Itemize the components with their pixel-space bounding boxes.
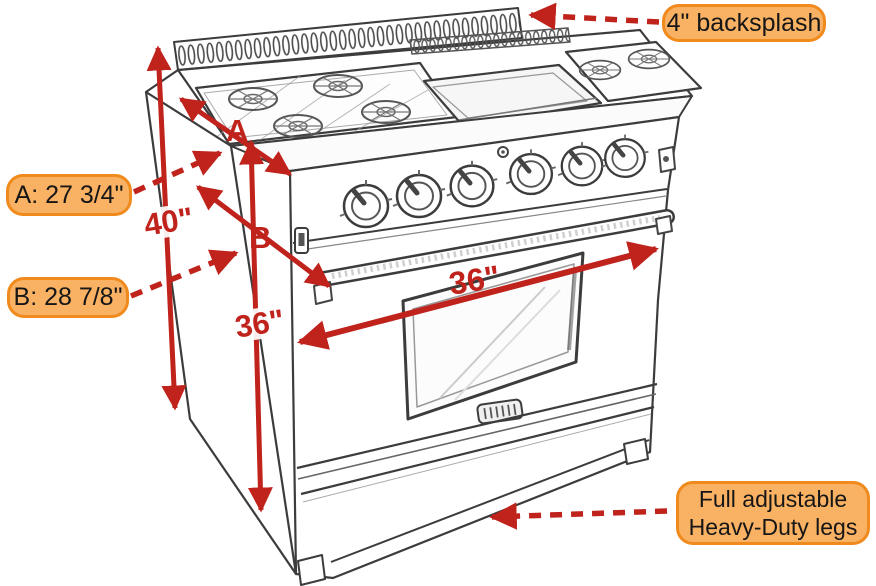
storage-drawer [296, 382, 658, 563]
griddle [422, 63, 603, 128]
callout-backsplash-text: 4" backsplash [666, 8, 822, 37]
callout-b-pointer-icon [129, 249, 239, 299]
callout-a-text: A: 27 3/4" [14, 180, 124, 209]
range-sketch [144, 7, 703, 586]
callout-backsplash: 4" backsplash [662, 4, 826, 42]
depth-b-arrow-icon [196, 185, 331, 288]
callout-dimension-a: A: 27 3/4" [6, 174, 132, 216]
callout-legs: Full adjustable Heavy-Duty legs [676, 481, 870, 545]
body-height-label: 36" [230, 302, 289, 345]
backsplash-rail [409, 27, 571, 55]
callout-legs-text-line2: Heavy-Duty legs [688, 514, 858, 540]
oven-light-switch [294, 227, 309, 254]
callout-backsplash-pointer-icon [528, 2, 660, 31]
door-latch [658, 146, 676, 173]
width-label: 36" [446, 258, 503, 302]
adjustable-legs [297, 438, 649, 586]
callout-a-pointer-icon [132, 150, 223, 195]
callout-legs-text-line1: Full adjustable [698, 485, 848, 512]
depth-a-marker-label: A [226, 113, 249, 148]
callout-dimension-b: B: 28 7/8" [7, 277, 129, 318]
dimension-annotations [129, 2, 668, 530]
indicator-light-dot [501, 150, 505, 154]
right-burner-section [564, 40, 703, 103]
overall-height-label: 40" [139, 200, 198, 243]
depth-b-marker-label: B [249, 220, 272, 255]
width-arrow-icon [297, 241, 659, 350]
depth-a-arrow-icon [178, 96, 293, 177]
callout-legs-pointer-icon [489, 502, 668, 530]
callout-b-text: B: 28 7/8" [13, 283, 123, 312]
